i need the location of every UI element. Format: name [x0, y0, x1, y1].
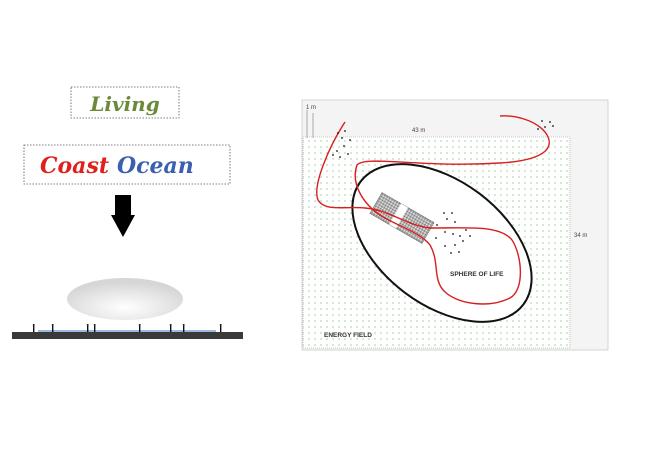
person-head [51, 324, 54, 326]
person-dot [469, 235, 471, 237]
person-figure [220, 326, 222, 332]
person-dot [458, 251, 460, 253]
person-dot [435, 237, 437, 239]
person-dot [450, 252, 452, 254]
people-clusters [332, 120, 554, 254]
person-figure [33, 326, 35, 332]
person-figure [52, 326, 54, 332]
person-dot [337, 132, 339, 134]
person-figure [170, 326, 172, 332]
person-head [86, 324, 89, 326]
red-path [316, 115, 550, 305]
ground-bar [12, 332, 243, 339]
person-head [219, 324, 222, 326]
energy-field-label: ENERGY FIELD [324, 332, 372, 339]
person-dot [344, 130, 346, 132]
person-dot [454, 244, 456, 246]
down-arrow-icon [111, 195, 135, 237]
person-dot [347, 153, 349, 155]
person-dot [349, 139, 351, 141]
person-head [32, 324, 35, 326]
person-dot [436, 224, 438, 226]
person-dot [459, 235, 461, 237]
ocean-word: Ocean [117, 153, 194, 179]
scale-label: 1 m [306, 105, 316, 111]
people-figures [32, 324, 222, 332]
person-dot [332, 154, 334, 156]
person-dot [462, 240, 464, 242]
living-word: Living [89, 92, 159, 116]
person-figure [87, 326, 89, 332]
person-dot [549, 121, 551, 123]
person-dot [454, 221, 456, 223]
person-figure [183, 326, 185, 332]
sphere-of-life-label: SPHERE OF LIFE [450, 271, 504, 278]
person-dot [444, 245, 446, 247]
person-dot [537, 128, 539, 130]
person-figure [139, 326, 141, 332]
coast-ocean-box [23, 144, 231, 185]
person-figure [94, 326, 96, 332]
height-label: 34 m [574, 233, 587, 239]
person-dot [544, 126, 546, 128]
coast-word: Coast [40, 153, 109, 179]
person-dot [443, 212, 445, 214]
person-dot [446, 218, 448, 220]
person-dot [541, 120, 543, 122]
person-head [169, 324, 172, 326]
person-dot [465, 229, 467, 231]
light-rays-top [42, 90, 209, 150]
person-head [93, 324, 96, 326]
person-dot [451, 212, 453, 214]
person-dot [336, 150, 338, 152]
person-head [182, 324, 185, 326]
width-label: 43 m [412, 128, 425, 134]
person-dot [444, 231, 446, 233]
person-dot [339, 156, 341, 158]
person-dot [341, 137, 343, 139]
person-dot [343, 145, 345, 147]
sphere-cloud [67, 278, 183, 320]
living-box [70, 86, 180, 119]
person-dot [452, 233, 454, 235]
person-dot [552, 125, 554, 127]
person-head [138, 324, 141, 326]
